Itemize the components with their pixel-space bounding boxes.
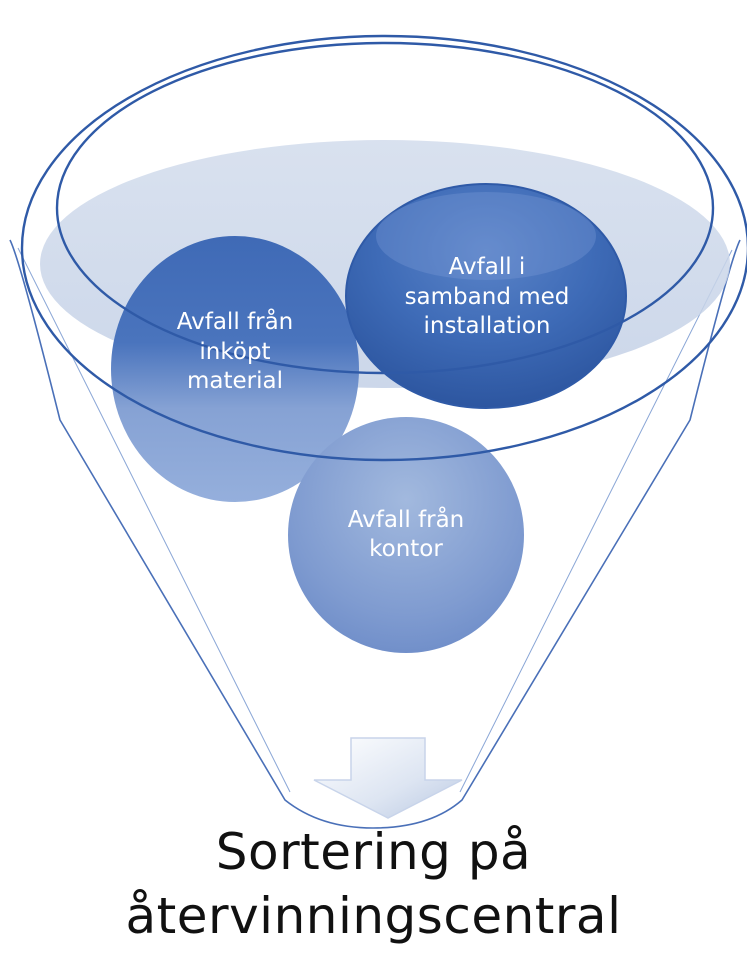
down-arrow-icon <box>313 737 463 819</box>
bubble-purchased-material <box>111 236 359 502</box>
funnel-body <box>9 239 741 829</box>
funnel-rim-outer <box>20 34 747 462</box>
funnel-body-inner-edge <box>17 247 733 793</box>
bubble-installation <box>345 183 627 409</box>
result-label: Sortering på återvinningscentral <box>0 820 747 948</box>
bubble-installation-highlight <box>376 192 596 280</box>
funnel-rim-inner <box>55 41 715 375</box>
result-label-line-2: återvinningscentral <box>125 887 622 945</box>
bubble-office <box>288 417 524 653</box>
result-label-line-1: Sortering på <box>215 823 532 881</box>
